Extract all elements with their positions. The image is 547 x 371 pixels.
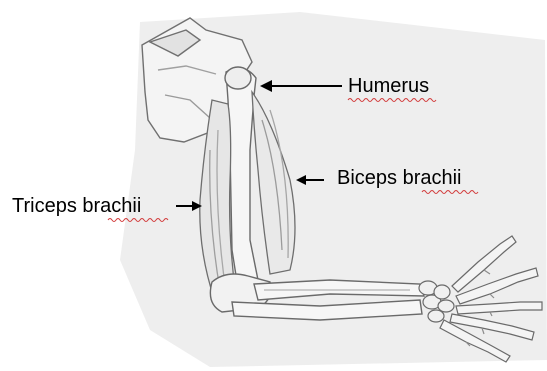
- spellcheck-underline-biceps: [422, 189, 480, 194]
- spellcheck-underline-humerus: [348, 97, 438, 102]
- spellcheck-underline-triceps: [108, 217, 170, 222]
- label-biceps-brachii: Biceps brachii: [337, 168, 462, 188]
- label-triceps-brachii: Triceps brachii: [12, 196, 141, 216]
- label-humerus: Humerus: [348, 76, 429, 96]
